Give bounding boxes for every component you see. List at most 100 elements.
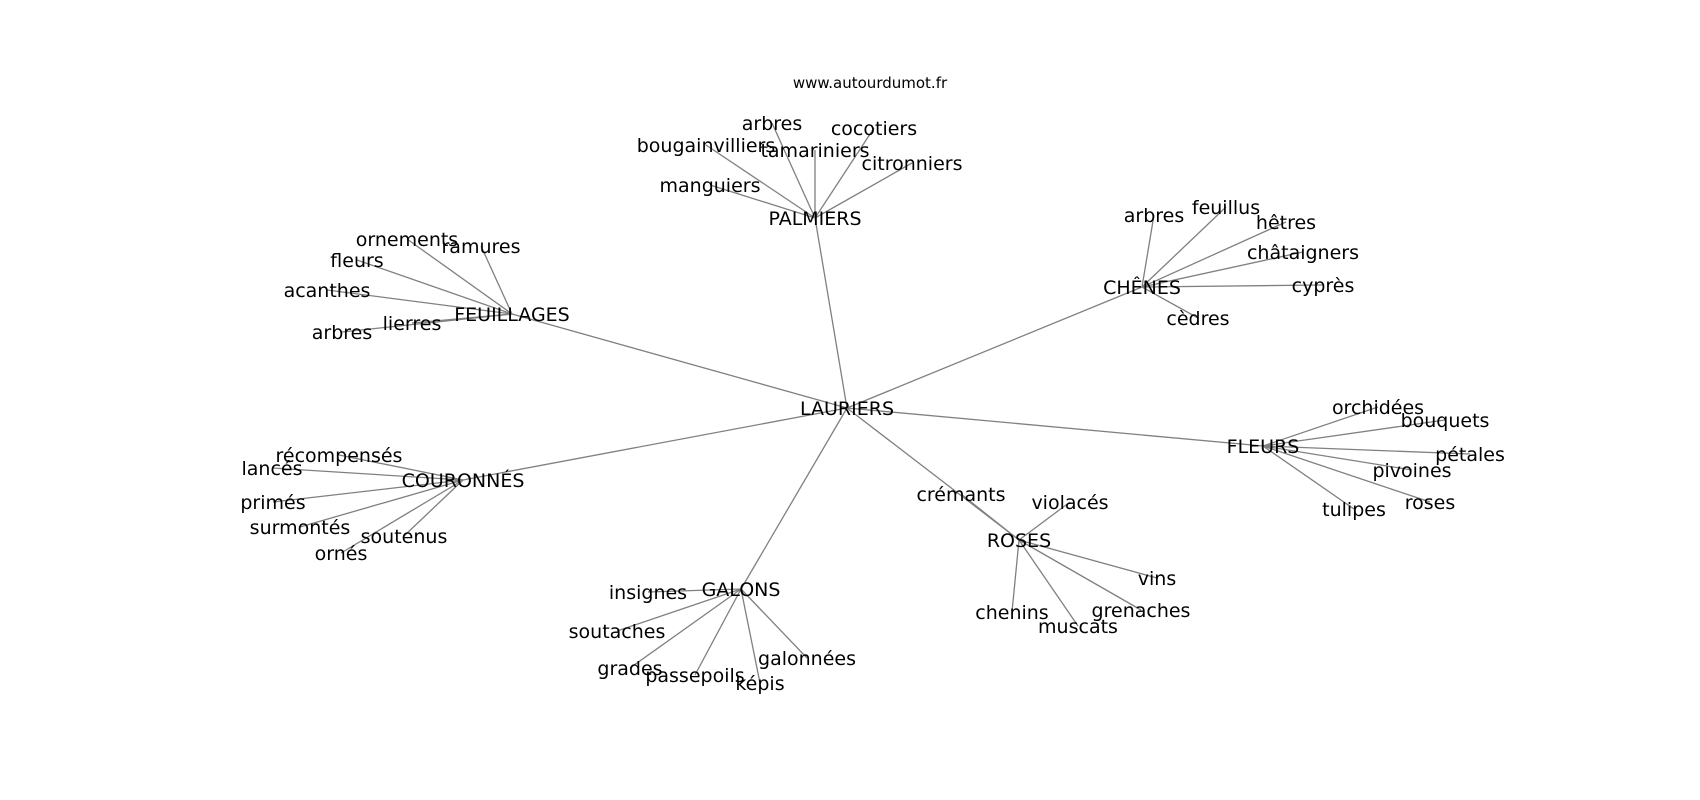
leaf-node[interactable]: ramures: [442, 236, 521, 258]
hub-node[interactable]: FLEURS: [1227, 436, 1300, 458]
edge-hub-to-leaf: [271, 467, 464, 481]
leaf-node[interactable]: arbres: [312, 322, 373, 344]
leaf-node[interactable]: violacés: [1031, 492, 1108, 514]
edge-hub-to-leaf: [340, 479, 464, 554]
edge-hub-to-leaf: [1141, 286, 1199, 319]
leaf-node[interactable]: bouquets: [1401, 410, 1490, 432]
leaf-node[interactable]: orchidées: [1332, 397, 1424, 419]
leaf-node[interactable]: tulipes: [1322, 499, 1386, 521]
edge-hub-to-leaf: [1262, 445, 1355, 510]
edge-hub-to-leaf: [1262, 445, 1471, 455]
leaf-node[interactable]: tamariniers: [760, 140, 869, 162]
edge-hub-to-leaf: [1011, 539, 1020, 613]
edge-hub-to-leaf: [1018, 539, 1142, 611]
leaf-node[interactable]: primés: [240, 492, 305, 514]
leaf-node[interactable]: cèdres: [1166, 308, 1229, 330]
leaf-node[interactable]: châtaigners: [1247, 242, 1359, 264]
edge-hub-to-leaf: [326, 289, 513, 315]
edge-hub-to-leaf: [338, 454, 464, 481]
leaf-node[interactable]: grenaches: [1092, 600, 1191, 622]
edge-hub-to-leaf: [356, 259, 513, 315]
leaf-node[interactable]: lierres: [383, 313, 442, 335]
hub-node[interactable]: COURONNÉS: [402, 469, 525, 492]
edge-hub-to-leaf: [1018, 501, 1071, 541]
edge-center-to-hub: [846, 286, 1143, 409]
edge-hub-to-leaf: [771, 122, 816, 219]
leaf-node[interactable]: arbres: [1124, 205, 1185, 227]
edge-hub-to-leaf: [1141, 206, 1227, 288]
leaf-node[interactable]: cyprès: [1292, 275, 1355, 297]
edge-hub-to-leaf: [1018, 539, 1158, 579]
watermark: www.autourdumot.fr: [793, 74, 948, 92]
leaf-node[interactable]: pétales: [1435, 444, 1505, 466]
leaf-node[interactable]: vins: [1138, 568, 1176, 590]
edge-hub-to-leaf: [740, 588, 808, 659]
edge-hub-to-leaf: [1262, 445, 1431, 503]
labels: PALMIERSarbresbougainvillierstamariniers…: [240, 113, 1504, 695]
leaf-node[interactable]: muscats: [1038, 616, 1118, 638]
leaf-node[interactable]: crémants: [916, 484, 1005, 506]
leaf-node[interactable]: képis: [735, 673, 784, 695]
edge-hub-to-leaf: [1262, 419, 1446, 447]
edge-hub-to-leaf: [694, 588, 742, 676]
edge-hub-to-leaf: [1141, 251, 1304, 288]
leaf-node[interactable]: acanthes: [284, 280, 371, 302]
hub-node[interactable]: ROSES: [987, 530, 1051, 552]
leaf-node[interactable]: feuillus: [1192, 197, 1260, 219]
edge-hub-to-leaf: [1018, 539, 1079, 627]
edge-hub-to-leaf: [480, 245, 513, 315]
edge-hub-to-leaf: [299, 479, 464, 528]
hub-node[interactable]: CHÊNES: [1103, 276, 1181, 299]
leaf-node[interactable]: manguiers: [660, 175, 761, 197]
leaf-node[interactable]: récompensés: [276, 445, 403, 467]
leaf-node[interactable]: insignes: [609, 582, 687, 604]
leaf-node[interactable]: citronniers: [862, 153, 963, 175]
leaf-node[interactable]: galonnées: [758, 648, 856, 670]
edge-hub-to-leaf: [1141, 221, 1287, 288]
leaf-node[interactable]: soutenus: [361, 526, 448, 548]
edge-hub-to-leaf: [616, 588, 742, 632]
hub-node[interactable]: PALMIERS: [768, 208, 861, 230]
edge-center-to-hub: [462, 407, 848, 481]
edge-hub-to-leaf: [647, 588, 742, 593]
edge-center-to-hub: [814, 217, 848, 409]
edge-hub-to-leaf: [960, 493, 1020, 541]
leaf-node[interactable]: ornés: [315, 543, 368, 565]
hub-node[interactable]: FEUILLAGES: [454, 304, 570, 326]
edge-hub-to-leaf: [814, 127, 875, 219]
edge-hub-to-leaf: [272, 479, 464, 503]
edge-hub-to-leaf: [709, 184, 816, 219]
edge-hub-to-leaf: [403, 479, 464, 537]
leaf-node[interactable]: passepoils: [645, 665, 744, 687]
leaf-node[interactable]: bougainvilliers: [637, 135, 776, 157]
leaf-node[interactable]: pivoines: [1372, 460, 1451, 482]
leaf-node[interactable]: arbres: [742, 113, 803, 135]
leaf-node[interactable]: lancés: [242, 458, 303, 480]
leaf-node[interactable]: surmontés: [250, 517, 351, 539]
leaf-node[interactable]: cocotiers: [831, 118, 917, 140]
center-node[interactable]: LAURIERS: [800, 398, 894, 420]
edge-center-to-hub: [740, 407, 848, 590]
hub-node[interactable]: GALONS: [702, 579, 781, 601]
edge-hub-to-leaf: [740, 588, 761, 684]
edge-hub-to-leaf: [1262, 406, 1379, 447]
leaf-node[interactable]: grades: [597, 658, 662, 680]
leaf-node[interactable]: fleurs: [330, 250, 383, 272]
leaf-node[interactable]: hêtres: [1256, 212, 1316, 234]
edge-center-to-hub: [846, 407, 1264, 447]
leaf-node[interactable]: soutaches: [569, 621, 666, 643]
edge-hub-to-leaf: [1141, 284, 1324, 288]
edge-hub-to-leaf: [406, 238, 513, 315]
edges: [271, 122, 1471, 684]
edge-hub-to-leaf: [814, 162, 913, 219]
edge-hub-to-leaf: [705, 144, 816, 219]
leaf-node[interactable]: roses: [1405, 492, 1456, 514]
leaf-node[interactable]: chenins: [975, 602, 1048, 624]
edge-hub-to-leaf: [341, 313, 513, 333]
edge-hub-to-leaf: [1141, 214, 1155, 288]
leaf-node[interactable]: ornements: [356, 229, 458, 251]
edge-center-to-hub: [511, 313, 848, 409]
edge-hub-to-leaf: [629, 588, 742, 669]
edge-hub-to-leaf: [1262, 445, 1413, 471]
